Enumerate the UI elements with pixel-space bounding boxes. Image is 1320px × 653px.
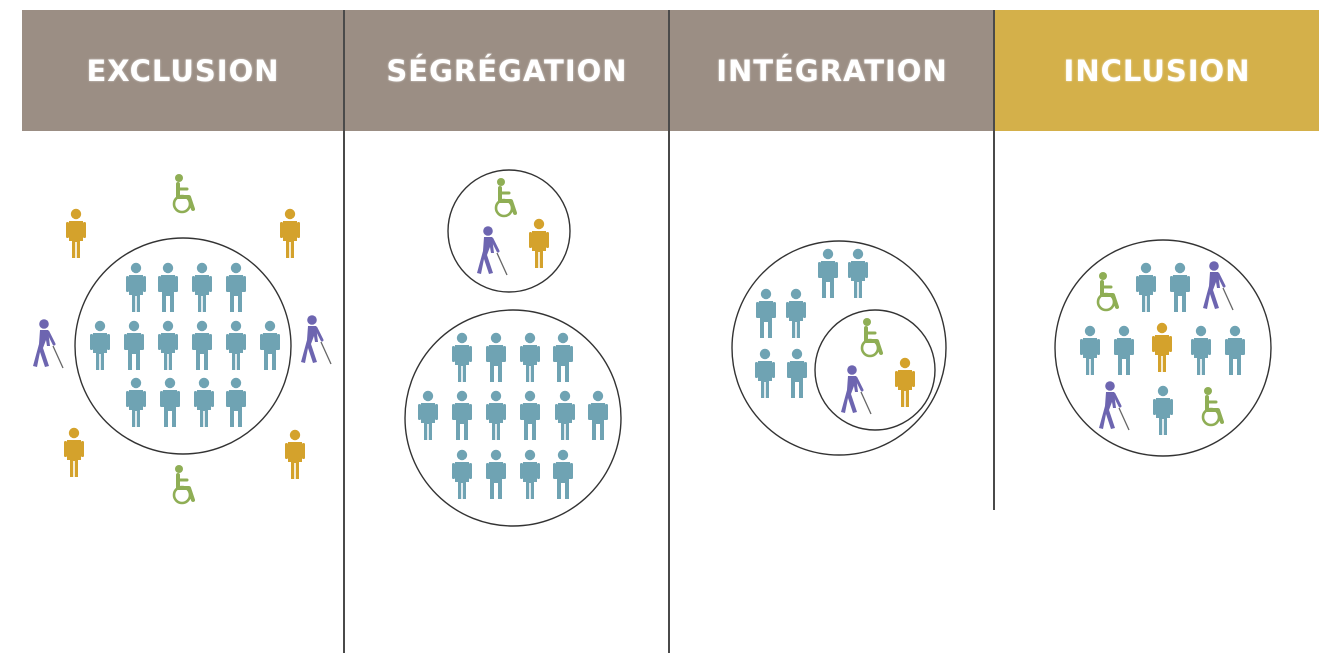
wheelchair-user-icon [1201, 387, 1224, 427]
person-female-icon [452, 390, 472, 440]
header-exclusion: EXCLUSION [22, 10, 344, 131]
wheelchair-user-icon [494, 178, 517, 218]
person-icon [1153, 385, 1173, 435]
person-female-icon [1114, 325, 1134, 375]
person-female-icon [260, 320, 280, 370]
title-inclusion: INCLUSION [1063, 53, 1251, 88]
group-circle-segregation-small [447, 169, 571, 293]
wheelchair-user-icon [860, 318, 883, 358]
title-segregation: SÉGRÉGATION [386, 53, 628, 88]
group-circle-exclusion [74, 237, 292, 455]
person-icon [452, 449, 472, 499]
person-icon [1191, 325, 1211, 375]
group-circle-inclusion [1054, 239, 1272, 457]
person-with-white-cane-icon [1203, 261, 1234, 311]
person-with-white-cane-icon [1099, 381, 1130, 431]
person-icon [126, 377, 146, 427]
person-icon [1152, 322, 1172, 372]
person-female-icon [553, 332, 573, 382]
person-icon [895, 357, 915, 407]
person-female-icon [226, 262, 246, 312]
person-female-icon [486, 332, 506, 382]
person-icon [158, 320, 178, 370]
person-icon [848, 248, 868, 298]
person-icon [126, 262, 146, 312]
person-icon [520, 332, 540, 382]
header-inclusion: INCLUSION [995, 10, 1319, 131]
person-female-icon [160, 377, 180, 427]
person-icon [194, 377, 214, 427]
wheelchair-user-icon [172, 174, 195, 214]
person-icon [786, 288, 806, 338]
person-female-icon [1225, 325, 1245, 375]
wheelchair-user-icon [172, 465, 195, 505]
person-icon [1136, 262, 1156, 312]
person-icon [755, 348, 775, 398]
group-circle-integration-outer [731, 240, 947, 456]
person-female-icon [124, 320, 144, 370]
person-female-icon [1170, 262, 1190, 312]
divider-3 [993, 10, 995, 510]
group-circle-integration-inner [814, 309, 936, 431]
person-icon [555, 390, 575, 440]
person-icon [64, 427, 84, 477]
wheelchair-user-icon [1096, 272, 1119, 312]
person-with-white-cane-icon [33, 319, 64, 369]
divider-1 [343, 10, 345, 653]
person-icon [452, 332, 472, 382]
person-icon [192, 262, 212, 312]
person-female-icon [520, 390, 540, 440]
person-icon [285, 429, 305, 479]
person-icon [520, 449, 540, 499]
person-female-icon [756, 288, 776, 338]
person-with-white-cane-icon [841, 365, 872, 415]
person-with-white-cane-icon [301, 315, 332, 365]
person-with-white-cane-icon [477, 226, 508, 276]
person-female-icon [553, 449, 573, 499]
person-female-icon [486, 449, 506, 499]
person-female-icon [787, 348, 807, 398]
person-icon [486, 390, 506, 440]
person-icon [226, 320, 246, 370]
person-icon [280, 208, 300, 258]
group-circle-segregation-large [404, 309, 622, 527]
header-segregation: SÉGRÉGATION [345, 10, 669, 131]
person-icon [90, 320, 110, 370]
person-female-icon [226, 377, 246, 427]
person-female-icon [158, 262, 178, 312]
divider-2 [668, 10, 670, 653]
title-exclusion: EXCLUSION [86, 53, 280, 88]
person-female-icon [192, 320, 212, 370]
title-integration: INTÉGRATION [716, 53, 948, 88]
person-icon [418, 390, 438, 440]
person-female-icon [818, 248, 838, 298]
person-icon [529, 218, 549, 268]
person-female-icon [588, 390, 608, 440]
person-icon [1080, 325, 1100, 375]
person-icon [66, 208, 86, 258]
header-integration: INTÉGRATION [670, 10, 994, 131]
